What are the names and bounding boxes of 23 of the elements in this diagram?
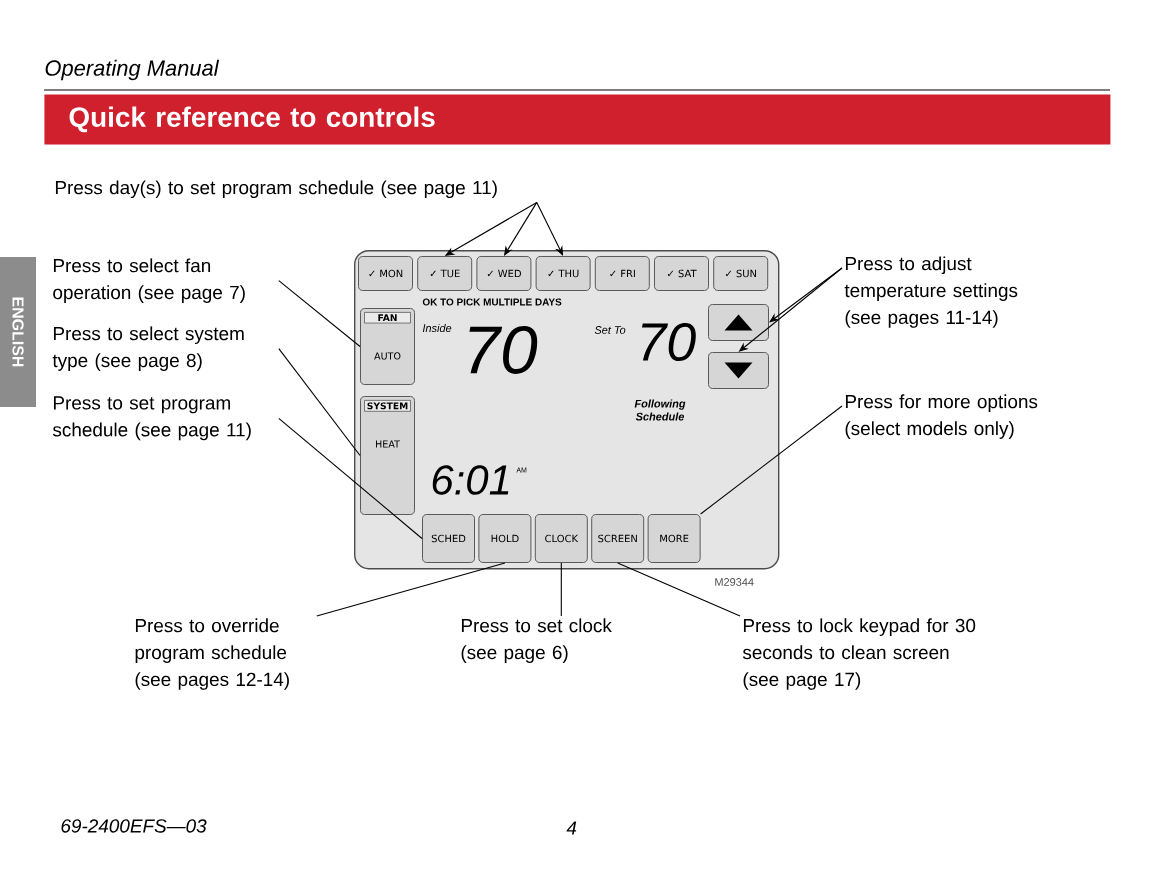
leader-line bbox=[278, 280, 361, 348]
callout-text: Press to override program schedule (see pages 12-14) bbox=[135, 618, 289, 690]
leader-line bbox=[617, 562, 741, 617]
callout-text: Press for more options (select models only) bbox=[845, 394, 1038, 439]
leader-line bbox=[316, 562, 506, 617]
leader-line bbox=[700, 405, 843, 515]
page-number: 4 bbox=[566, 821, 577, 835]
callout-text: Press day(s) to set program schedule (see page 11) bbox=[55, 180, 497, 199]
callout-text: Press to set clock (see page 6) bbox=[461, 618, 612, 663]
callout-text: Press to lock keypad for 30 seconds to clean screen (see page 17) bbox=[742, 618, 976, 690]
leader-line bbox=[278, 417, 423, 540]
callout-text: Press to select fan operation (see page 7) bbox=[53, 258, 245, 303]
arrow-button bbox=[708, 352, 769, 389]
callout-text: Press to select system type (see page 8) bbox=[52, 326, 244, 371]
arrow bbox=[769, 267, 843, 323]
title-banner: Quick reference to controls bbox=[44, 94, 1111, 145]
callout-text: Press to set program schedule (see page 11) bbox=[52, 396, 251, 441]
arrow-button bbox=[708, 304, 769, 341]
leader-line bbox=[278, 348, 361, 457]
header-text: Operating Manual bbox=[45, 59, 220, 81]
document-number: 69-2400EFS—03 bbox=[61, 819, 207, 833]
callout-text: Press to adjust temperature settings (see pages 11-14) bbox=[844, 256, 1018, 328]
leader-line bbox=[560, 562, 562, 617]
